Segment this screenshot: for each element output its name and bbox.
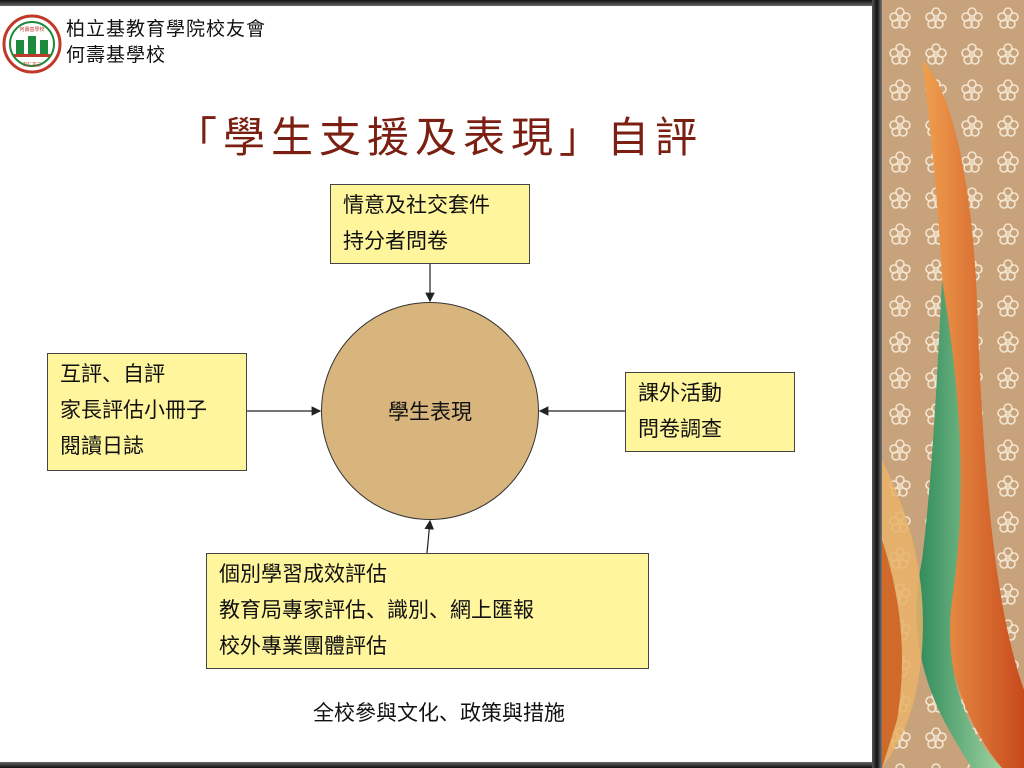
frame-bottom-border [0,762,878,768]
box-right-line-2: 問卷調查 [638,417,722,441]
box-top-line-1: 情意及社交套件 [343,193,490,217]
box-right-line-1: 課外活動 [638,381,722,405]
slide-title: 「學生支援及表現」自評 [174,113,703,162]
footer-caption: 全校參與文化、政策與措施 [313,701,565,725]
org-line-2: 何壽基學校 [66,44,167,66]
box-individual-learning: 個別學習成效評估 教育局專家評估、識別、網上匯報 校外專業團體評估 [206,553,649,669]
organization-name: 柏立基教育學院校友會 何壽基學校 [66,16,266,68]
box-left-line-2: 家長評估小冊子 [60,398,207,422]
box-bottom-line-3: 校外專業團體評估 [219,634,387,658]
slide: 何壽基學校 友仁克己 柏立基教育學院校友會 何壽基學校 「學生支援及表現」自評 … [0,0,878,768]
arrow-bottom [424,519,434,554]
student-performance-circle: 學生表現 [321,302,539,520]
box-left-line-1: 互評、自評 [60,362,165,386]
circle-label: 學生表現 [388,400,472,424]
frame-top-border [0,0,878,6]
box-bottom-line-2: 教育局專家評估、識別、網上匯報 [219,598,534,622]
school-logo-icon: 何壽基學校 友仁克己 [2,14,62,74]
logo-text-bottom: 友仁克己 [23,61,41,68]
box-top-line-2: 持分者問卷 [343,229,448,253]
box-bottom-line-1: 個別學習成效評估 [219,562,387,586]
decorative-floral-panel-icon [882,0,1024,768]
org-line-1: 柏立基教育學院校友會 [66,18,267,40]
box-affective-social: 情意及社交套件 持分者問卷 [330,184,530,264]
box-peer-self-assessment: 互評、自評 家長評估小冊子 閱讀日誌 [47,353,247,471]
box-extracurricular: 課外活動 問卷調查 [625,372,795,452]
logo-text-top: 何壽基學校 [19,26,44,33]
frame-right-border [872,0,882,768]
box-left-line-3: 閱讀日誌 [60,434,144,458]
